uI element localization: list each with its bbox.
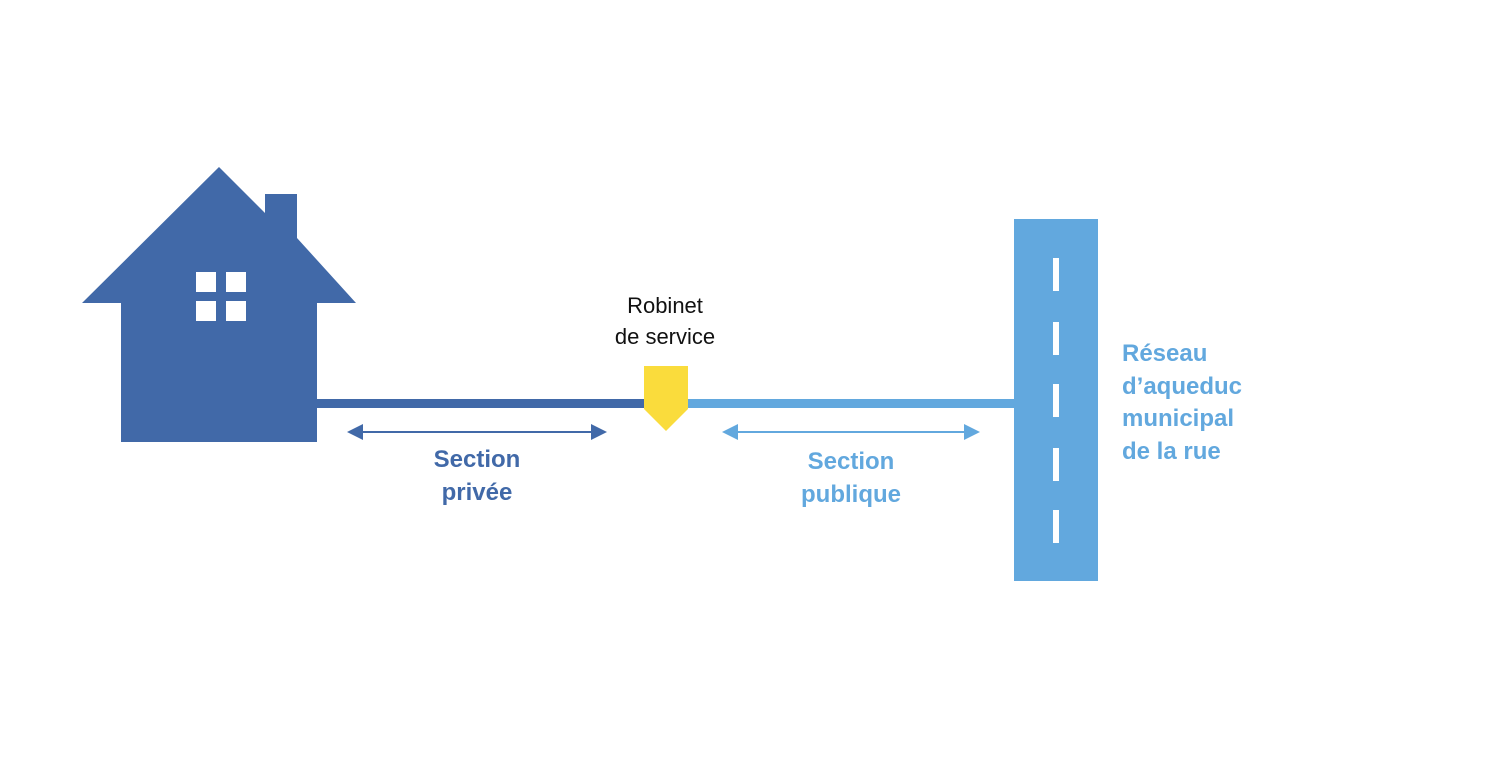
- street-center-dashes: [1053, 258, 1059, 543]
- private-pipe: [317, 399, 644, 408]
- house-body: [82, 167, 356, 442]
- municipal-network-label-line: Réseau: [1122, 340, 1208, 367]
- public-pipe: [686, 399, 1016, 408]
- public-section-label: Section publique: [771, 445, 931, 511]
- valve-label-line: Robinet: [627, 293, 703, 318]
- municipal-network-label-line: municipal: [1122, 405, 1235, 432]
- private-section-arrow: [347, 424, 607, 440]
- private-section-label-line: Section: [433, 446, 521, 473]
- public-section-arrow: [722, 424, 980, 440]
- municipal-network-label-line: d’aqueduc: [1122, 372, 1243, 400]
- house-icon: [82, 167, 356, 442]
- valve-icon: [644, 366, 688, 431]
- municipal-network-label: Réseau d’aqueduc municipal de la rue: [1122, 338, 1242, 468]
- private-section-label: Section privée: [397, 443, 557, 509]
- valve-label: Robinet de service: [590, 290, 740, 352]
- public-section-label-line: Section: [807, 448, 895, 475]
- valve-label-line: de service: [614, 324, 716, 349]
- street-icon: [1014, 219, 1098, 581]
- house-window: [196, 272, 246, 321]
- public-section-label-line: publique: [801, 481, 901, 508]
- municipal-network-label-line: de la rue: [1122, 437, 1221, 465]
- private-section-label-line: privée: [441, 479, 513, 506]
